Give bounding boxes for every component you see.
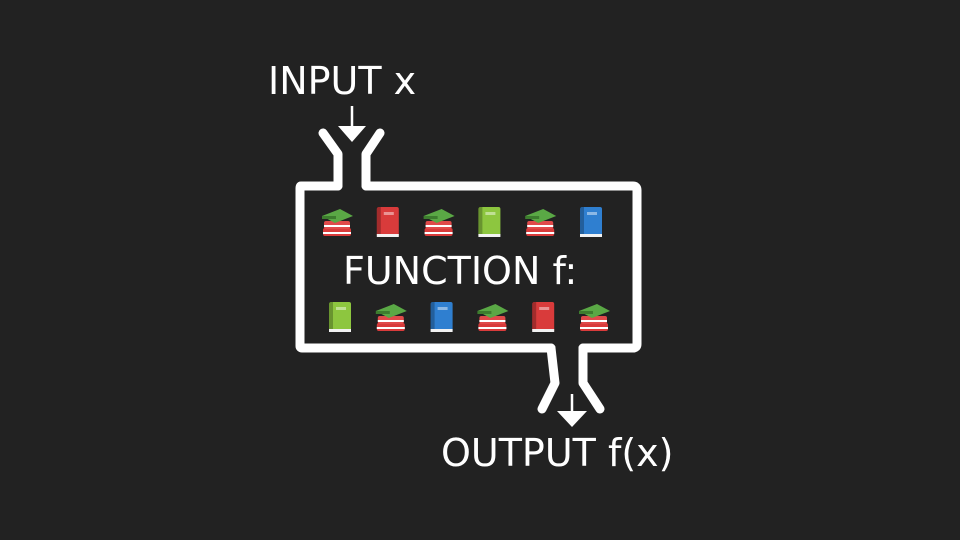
inlet-funnel-left: [318, 128, 343, 191]
outlet-funnel-right: [578, 343, 605, 414]
books-stack-icon: [525, 209, 557, 236]
book-blue-icon: [580, 207, 602, 237]
input-arrow-head: [338, 126, 366, 142]
book-green-icon: [329, 302, 351, 332]
books-stack-icon: [423, 209, 455, 236]
machine-body: [295, 181, 642, 353]
book-red-icon: [532, 302, 555, 332]
book-green-icon: [478, 207, 501, 237]
function-label: FUNCTION f:: [343, 249, 578, 293]
books-stack-icon: [375, 304, 407, 331]
outlet-funnel-left: [537, 343, 560, 414]
output-arrow-head: [557, 411, 587, 427]
output-label: OUTPUT f(x): [441, 431, 674, 475]
book-blue-icon: [430, 302, 453, 332]
books-group: [322, 207, 610, 332]
books-stack-icon: [579, 304, 610, 331]
inlet-funnel-right: [361, 128, 385, 191]
books-stack-icon: [322, 209, 353, 236]
input-label: INPUT x: [268, 59, 417, 103]
books-stack-icon: [477, 304, 509, 331]
book-red-icon: [376, 207, 399, 237]
